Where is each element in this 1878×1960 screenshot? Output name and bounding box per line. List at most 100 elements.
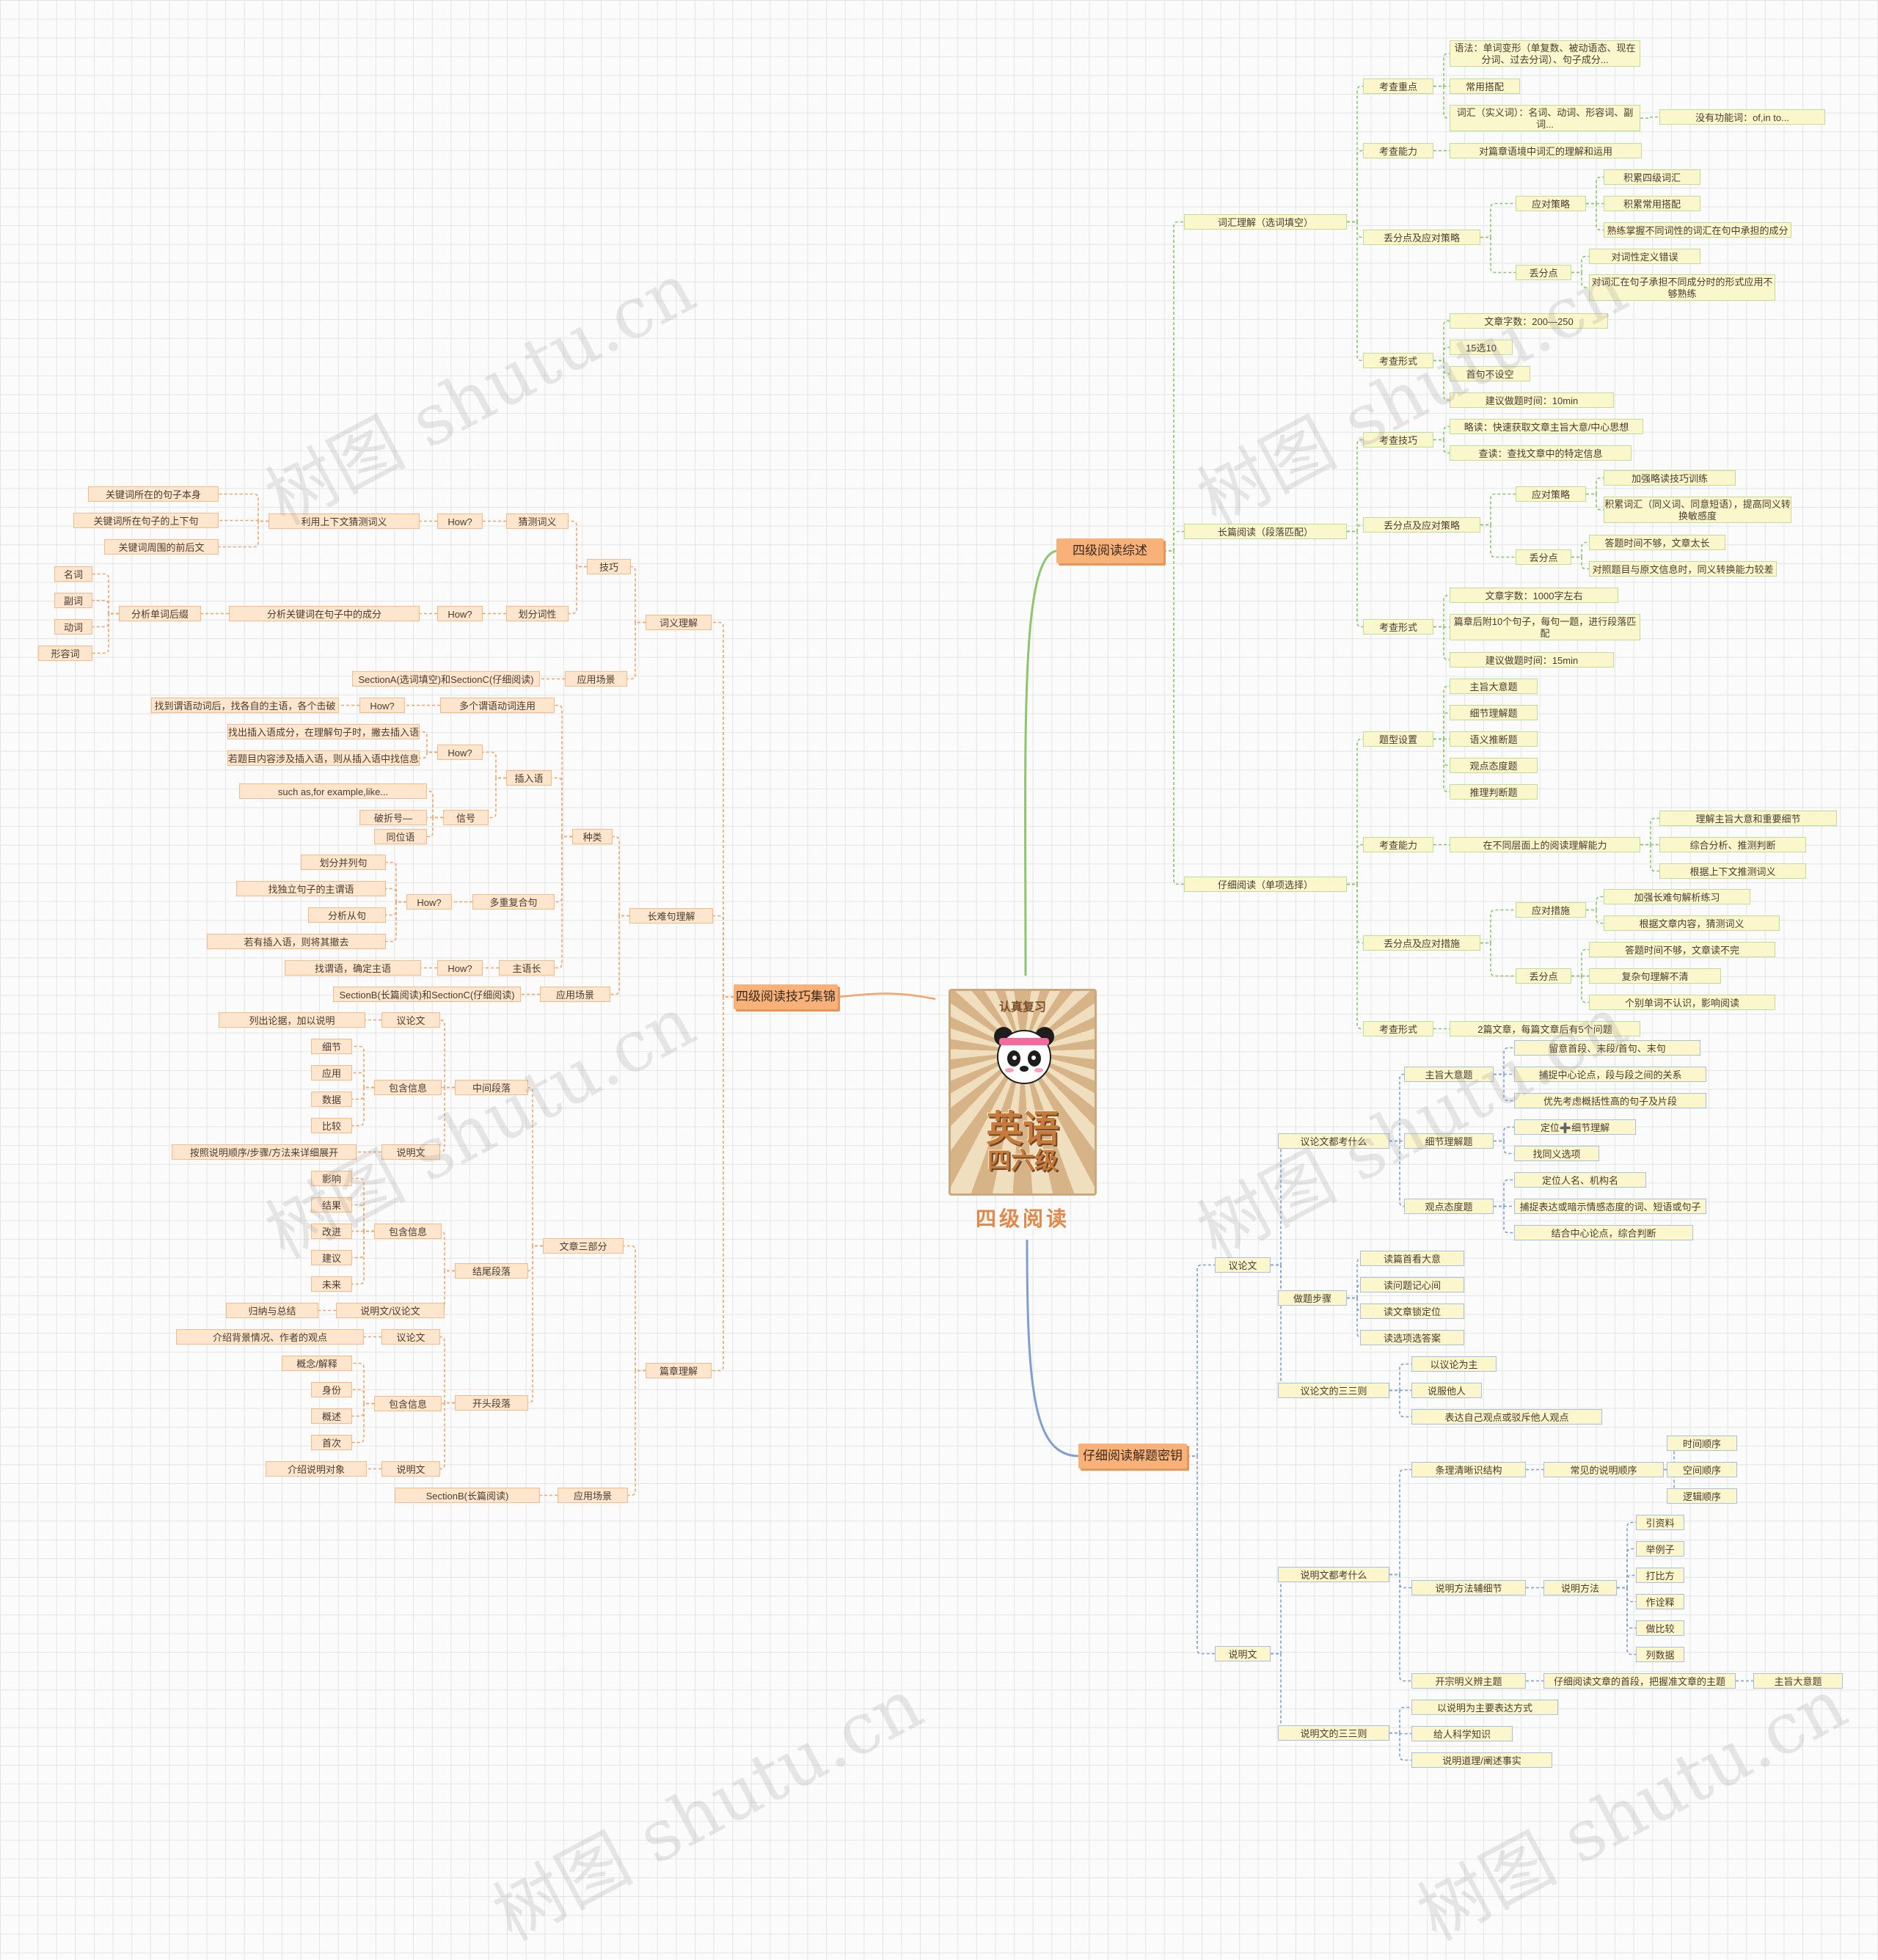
node-o-hf3[interactable]: 分析从句 — [308, 907, 386, 923]
node-o-gj2[interactable]: 关键词所在句子的上下句 — [73, 513, 219, 528]
node-o-guina[interactable]: 归纳与总结 — [226, 1303, 318, 1318]
node-o-gaijin[interactable]: 改进 — [311, 1224, 352, 1239]
node-o-secB[interactable]: SectionB(长篇阅读)和SectionC(仔细阅读) — [333, 987, 521, 1002]
node-o-shuoming2[interactable]: 说明文 — [381, 1461, 440, 1477]
node-g-jilei2[interactable]: 积累常用搭配 — [1604, 196, 1700, 211]
node-o-jieguo[interactable]: 结果 — [311, 1197, 352, 1213]
node-o-zhongjian[interactable]: 中间段落 — [455, 1080, 528, 1095]
node-g-kcjq[interactable]: 考查技巧 — [1363, 432, 1433, 447]
node-o-bijiao[interactable]: 比较 — [311, 1118, 352, 1133]
node-g-tixing[interactable]: 题型设置 — [1363, 731, 1433, 747]
node-o-jianyi[interactable]: 建议 — [311, 1250, 352, 1265]
node-g-cihui2[interactable]: 词汇（实义词）：名词、动词、形容词、副词... — [1450, 105, 1640, 131]
node-o-jiewei[interactable]: 结尾段落 — [455, 1263, 528, 1279]
node-g-gebie[interactable]: 个别单词不认识，影响阅读 — [1589, 995, 1775, 1010]
node-g-chadu[interactable]: 查读：查找文章中的特定信息 — [1450, 445, 1632, 461]
node-g1[interactable]: 四级阅读综述 — [1056, 538, 1163, 563]
node-o-pianzhang[interactable]: 篇章理解 — [646, 1363, 712, 1378]
node-o-shouci[interactable]: 首次 — [311, 1435, 352, 1450]
node-b-buzhuo1[interactable]: 捕捉中心论点，段与段之间的关系 — [1514, 1067, 1706, 1082]
node-o-dongci[interactable]: 动词 — [54, 619, 92, 635]
node-o-zhaodao[interactable]: 找到谓语动词后，找各自的主语，各个击破 — [151, 698, 339, 713]
node-g-jilei1[interactable]: 积累四级词汇 — [1604, 169, 1700, 185]
node-g-changyong[interactable]: 常用搭配 — [1450, 78, 1520, 94]
node-o-how5[interactable]: How? — [406, 894, 452, 910]
node-b-zuobijiao[interactable]: 做比较 — [1636, 1620, 1684, 1636]
node-b-zuoti[interactable]: 做题步骤 — [1278, 1290, 1347, 1306]
node-b1[interactable]: 仔细阅读解题密钥 — [1078, 1444, 1187, 1469]
node-o-sanbufen[interactable]: 文章三部分 — [543, 1238, 624, 1254]
node-g-kcnl2[interactable]: 考查能力 — [1363, 837, 1433, 852]
node-b-shuomingff[interactable]: 说明方法 — [1543, 1580, 1617, 1595]
node-o-tongwei[interactable]: 同位语 — [374, 829, 427, 844]
node-g-diufen1[interactable]: 丢分点及应对策略 — [1363, 230, 1480, 245]
node-g-15xuan[interactable]: 15选10 — [1450, 340, 1513, 355]
node-b-geiren[interactable]: 给人科学知识 — [1411, 1726, 1513, 1741]
node-g-yingcuo[interactable]: 应对措施 — [1516, 902, 1586, 918]
node-o-pozhe[interactable]: 破折号— — [359, 810, 427, 825]
node-g-zishu2[interactable]: 文章字数：1000字左右 — [1450, 588, 1618, 603]
node-o-baohan2[interactable]: 包含信息 — [374, 1224, 442, 1239]
node-b-yishuoming[interactable]: 以说明为主要表达方式 — [1411, 1700, 1558, 1715]
node-g-fuza[interactable]: 复杂句理解不清 — [1589, 968, 1721, 984]
node-o-yilun1[interactable]: 议论文 — [381, 1012, 440, 1028]
node-g-tuili[interactable]: 推理判断题 — [1450, 784, 1538, 800]
node-g-guandian[interactable]: 观点态度题 — [1450, 758, 1538, 773]
node-o-shuoming1[interactable]: 说明文 — [381, 1144, 440, 1160]
node-b-changjian[interactable]: 常见的说明顺序 — [1543, 1462, 1664, 1477]
node-o-baohan3[interactable]: 包含信息 — [374, 1396, 442, 1411]
node-o-zc1[interactable]: 找出插入语成分，在理解句子时，撇去插入语 — [227, 724, 420, 739]
node-o-fuci[interactable]: 副词 — [54, 593, 92, 608]
node-g-duizhao[interactable]: 对照题目与原文信息时，同义转换能力较差 — [1589, 561, 1777, 577]
node-o-houzhui[interactable]: 分析单词后缀 — [119, 606, 201, 621]
node-g-diufen3[interactable]: 丢分点及应对措施 — [1363, 935, 1480, 951]
center-image[interactable]: 认真复习 英语 四六级 — [949, 989, 1097, 1196]
node-o-yy2[interactable]: 应用场景 — [540, 987, 610, 1002]
node-o-yy3[interactable]: 应用场景 — [558, 1488, 628, 1503]
node-b-buzhuo2[interactable]: 捕捉表达或暗示情感态度的词、短语或句子 — [1514, 1199, 1706, 1214]
node-b-duwenzhang[interactable]: 读文章锁定位 — [1360, 1303, 1464, 1319]
node-o-kaitou[interactable]: 开头段落 — [455, 1395, 528, 1411]
node-b-smff[interactable]: 说明方法辅细节 — [1411, 1580, 1526, 1595]
node-b-lieshuju[interactable]: 列数据 — [1636, 1647, 1684, 1662]
node-o-secB2[interactable]: SectionB(长篇阅读) — [395, 1488, 540, 1503]
node-o-duoge[interactable]: 多个谓语动词连用 — [440, 698, 555, 713]
node-g-pianzhang[interactable]: 篇章后附10个句子，每句一题，进行段落匹配 — [1450, 614, 1640, 640]
node-b-liuyi[interactable]: 留意首段、末段/首句、末句 — [1514, 1040, 1700, 1056]
node-g-genju2[interactable]: 根据文章内容，猜测词义 — [1604, 915, 1780, 931]
node-o-hf4[interactable]: 若有插入语，则将其撤去 — [207, 934, 386, 949]
node-g-yingdui2[interactable]: 应对策略 — [1516, 486, 1586, 502]
node-b-smdk[interactable]: 说明文都考什么 — [1278, 1567, 1389, 1582]
node-o-gj3[interactable]: 关键词周围的前后文 — [104, 539, 219, 555]
node-g-zishu1[interactable]: 文章字数：200—250 — [1450, 313, 1608, 329]
node-o-yy1[interactable]: 应用场景 — [565, 671, 627, 687]
node-o-zhonglei[interactable]: 种类 — [572, 829, 613, 844]
node-g-zonghe[interactable]: 综合分析、推测判断 — [1659, 837, 1806, 852]
node-g-diufen2[interactable]: 丢分点及应对策略 — [1363, 517, 1480, 533]
node-o-secA[interactable]: SectionA(选词填空)和SectionC(仔细阅读) — [352, 671, 540, 687]
node-g-jiaqiang1[interactable]: 加强略读技巧训练 — [1604, 470, 1736, 486]
node-o-gj1[interactable]: 关键词所在的句子本身 — [88, 486, 219, 502]
node-b-youxian[interactable]: 优先考虑概括性高的句子及片段 — [1514, 1093, 1706, 1108]
node-g-kcxs2[interactable]: 考查形式 — [1363, 619, 1433, 635]
node-b-shuomingdao[interactable]: 说明道理/阐述事实 — [1411, 1752, 1552, 1768]
node-o-anzhao[interactable]: 按照说明顺序/步骤/方法来详细展开 — [172, 1144, 357, 1160]
node-b-shuomingwen[interactable]: 说明文 — [1215, 1646, 1271, 1661]
node-g-luedu[interactable]: 略读：快速获取文章主旨大意/中心思想 — [1450, 419, 1643, 434]
node-o-gaishu[interactable]: 概述 — [311, 1408, 352, 1424]
node-o-xingrong[interactable]: 形容词 — [38, 646, 92, 661]
node-g-kczd[interactable]: 考查重点 — [1363, 78, 1433, 94]
node-g-duicihui[interactable]: 对词汇在句子承担不同成分时的形式应用不够熟练 — [1589, 274, 1775, 301]
node-b-dabifang[interactable]: 打比方 — [1636, 1568, 1684, 1583]
node-o-xinhao[interactable]: 信号 — [443, 810, 489, 825]
node-b-yiyilun[interactable]: 以议论为主 — [1411, 1356, 1497, 1372]
node-g-cihui[interactable]: 词汇理解（选词填空） — [1184, 214, 1347, 230]
node-b-luoji[interactable]: 逻辑顺序 — [1667, 1488, 1737, 1504]
node-g-meiyou[interactable]: 没有功能词：of,in to... — [1659, 109, 1825, 125]
node-g-yuyi[interactable]: 语义推断题 — [1450, 731, 1538, 747]
node-g-kcnl1[interactable]: 考查能力 — [1363, 143, 1433, 158]
node-b-tiaoli[interactable]: 条理清晰识结构 — [1411, 1462, 1526, 1477]
node-g-2pian[interactable]: 2篇文章，每篇文章后有5个问题 — [1450, 1021, 1640, 1036]
node-g-zhuzhi[interactable]: 主旨大意题 — [1450, 679, 1538, 694]
node-o-huafen[interactable]: 划分词性 — [506, 606, 569, 621]
